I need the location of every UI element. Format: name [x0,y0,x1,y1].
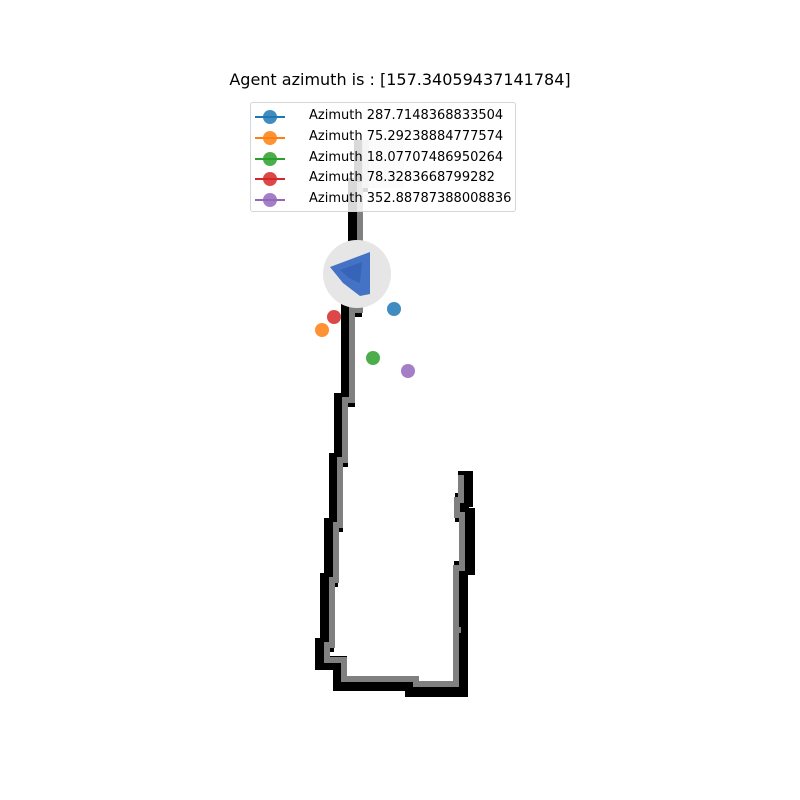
corridor-floor [324,140,465,687]
legend-item: Azimuth 352.88787388008836 [251,189,515,209]
azimuth-point-4 [327,310,341,324]
legend-label: Azimuth 75.29238884777574 [309,128,504,144]
legend-marker-icon [263,193,277,208]
legend-label: Azimuth 352.88787388008836 [309,191,512,207]
legend-marker-icon [263,130,277,145]
legend-item: Azimuth 75.29238884777574 [251,127,515,147]
legend-label: Azimuth 18.07707486950264 [309,149,504,165]
legend-item: Azimuth 287.7148368833504 [251,106,515,126]
azimuth-point-5 [401,364,415,378]
azimuth-point-3 [366,351,380,365]
legend-label: Azimuth 78.3283668799282 [309,170,495,186]
azimuth-point-1 [387,302,401,316]
azimuth-point-2 [315,323,329,337]
chart-title: Agent azimuth is : [157.34059437141784] [229,70,571,89]
legend-item: Azimuth 78.3283668799282 [251,168,515,188]
legend-label: Azimuth 287.7148368833504 [309,108,504,123]
legend-marker-icon [263,151,277,166]
agent-arrow-shade [340,262,362,283]
legend-item: Azimuth 18.07707486950264 [251,148,515,168]
legend-marker-icon [263,172,277,187]
azimuth-points [315,302,415,378]
legend-marker-icon [263,110,277,124]
